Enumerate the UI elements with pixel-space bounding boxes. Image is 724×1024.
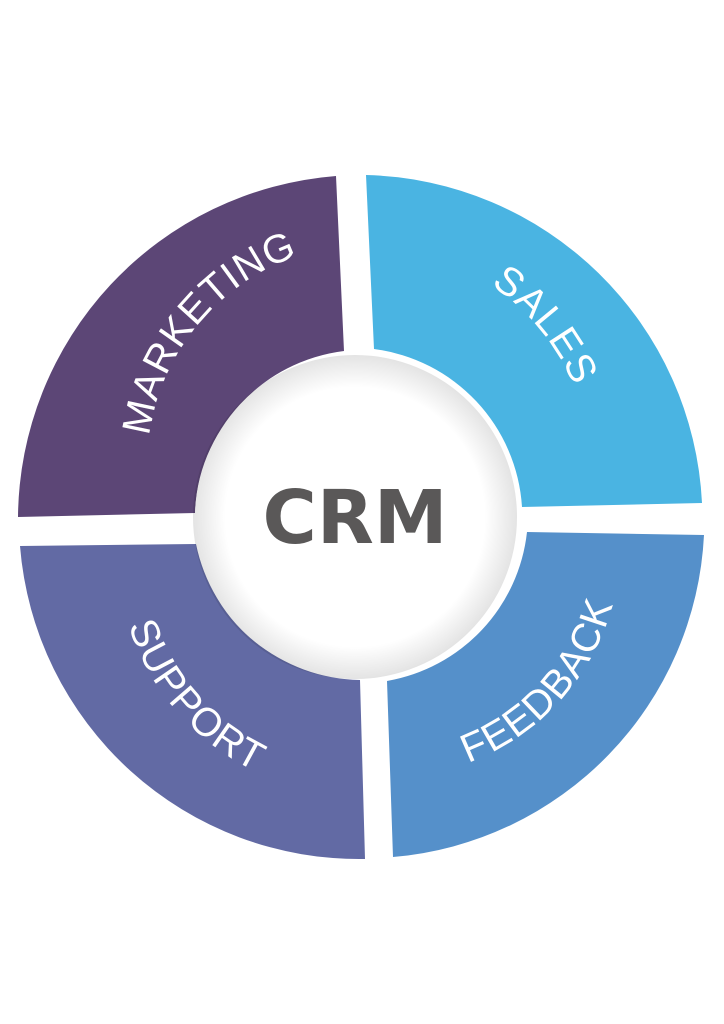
center-title: CRM	[263, 475, 448, 561]
segment-sales[interactable]	[366, 175, 702, 507]
segment-support[interactable]	[20, 544, 365, 860]
center-hub-shadow	[193, 355, 517, 679]
segment-feedback[interactable]	[387, 532, 704, 857]
segment-marketing[interactable]	[18, 176, 344, 517]
